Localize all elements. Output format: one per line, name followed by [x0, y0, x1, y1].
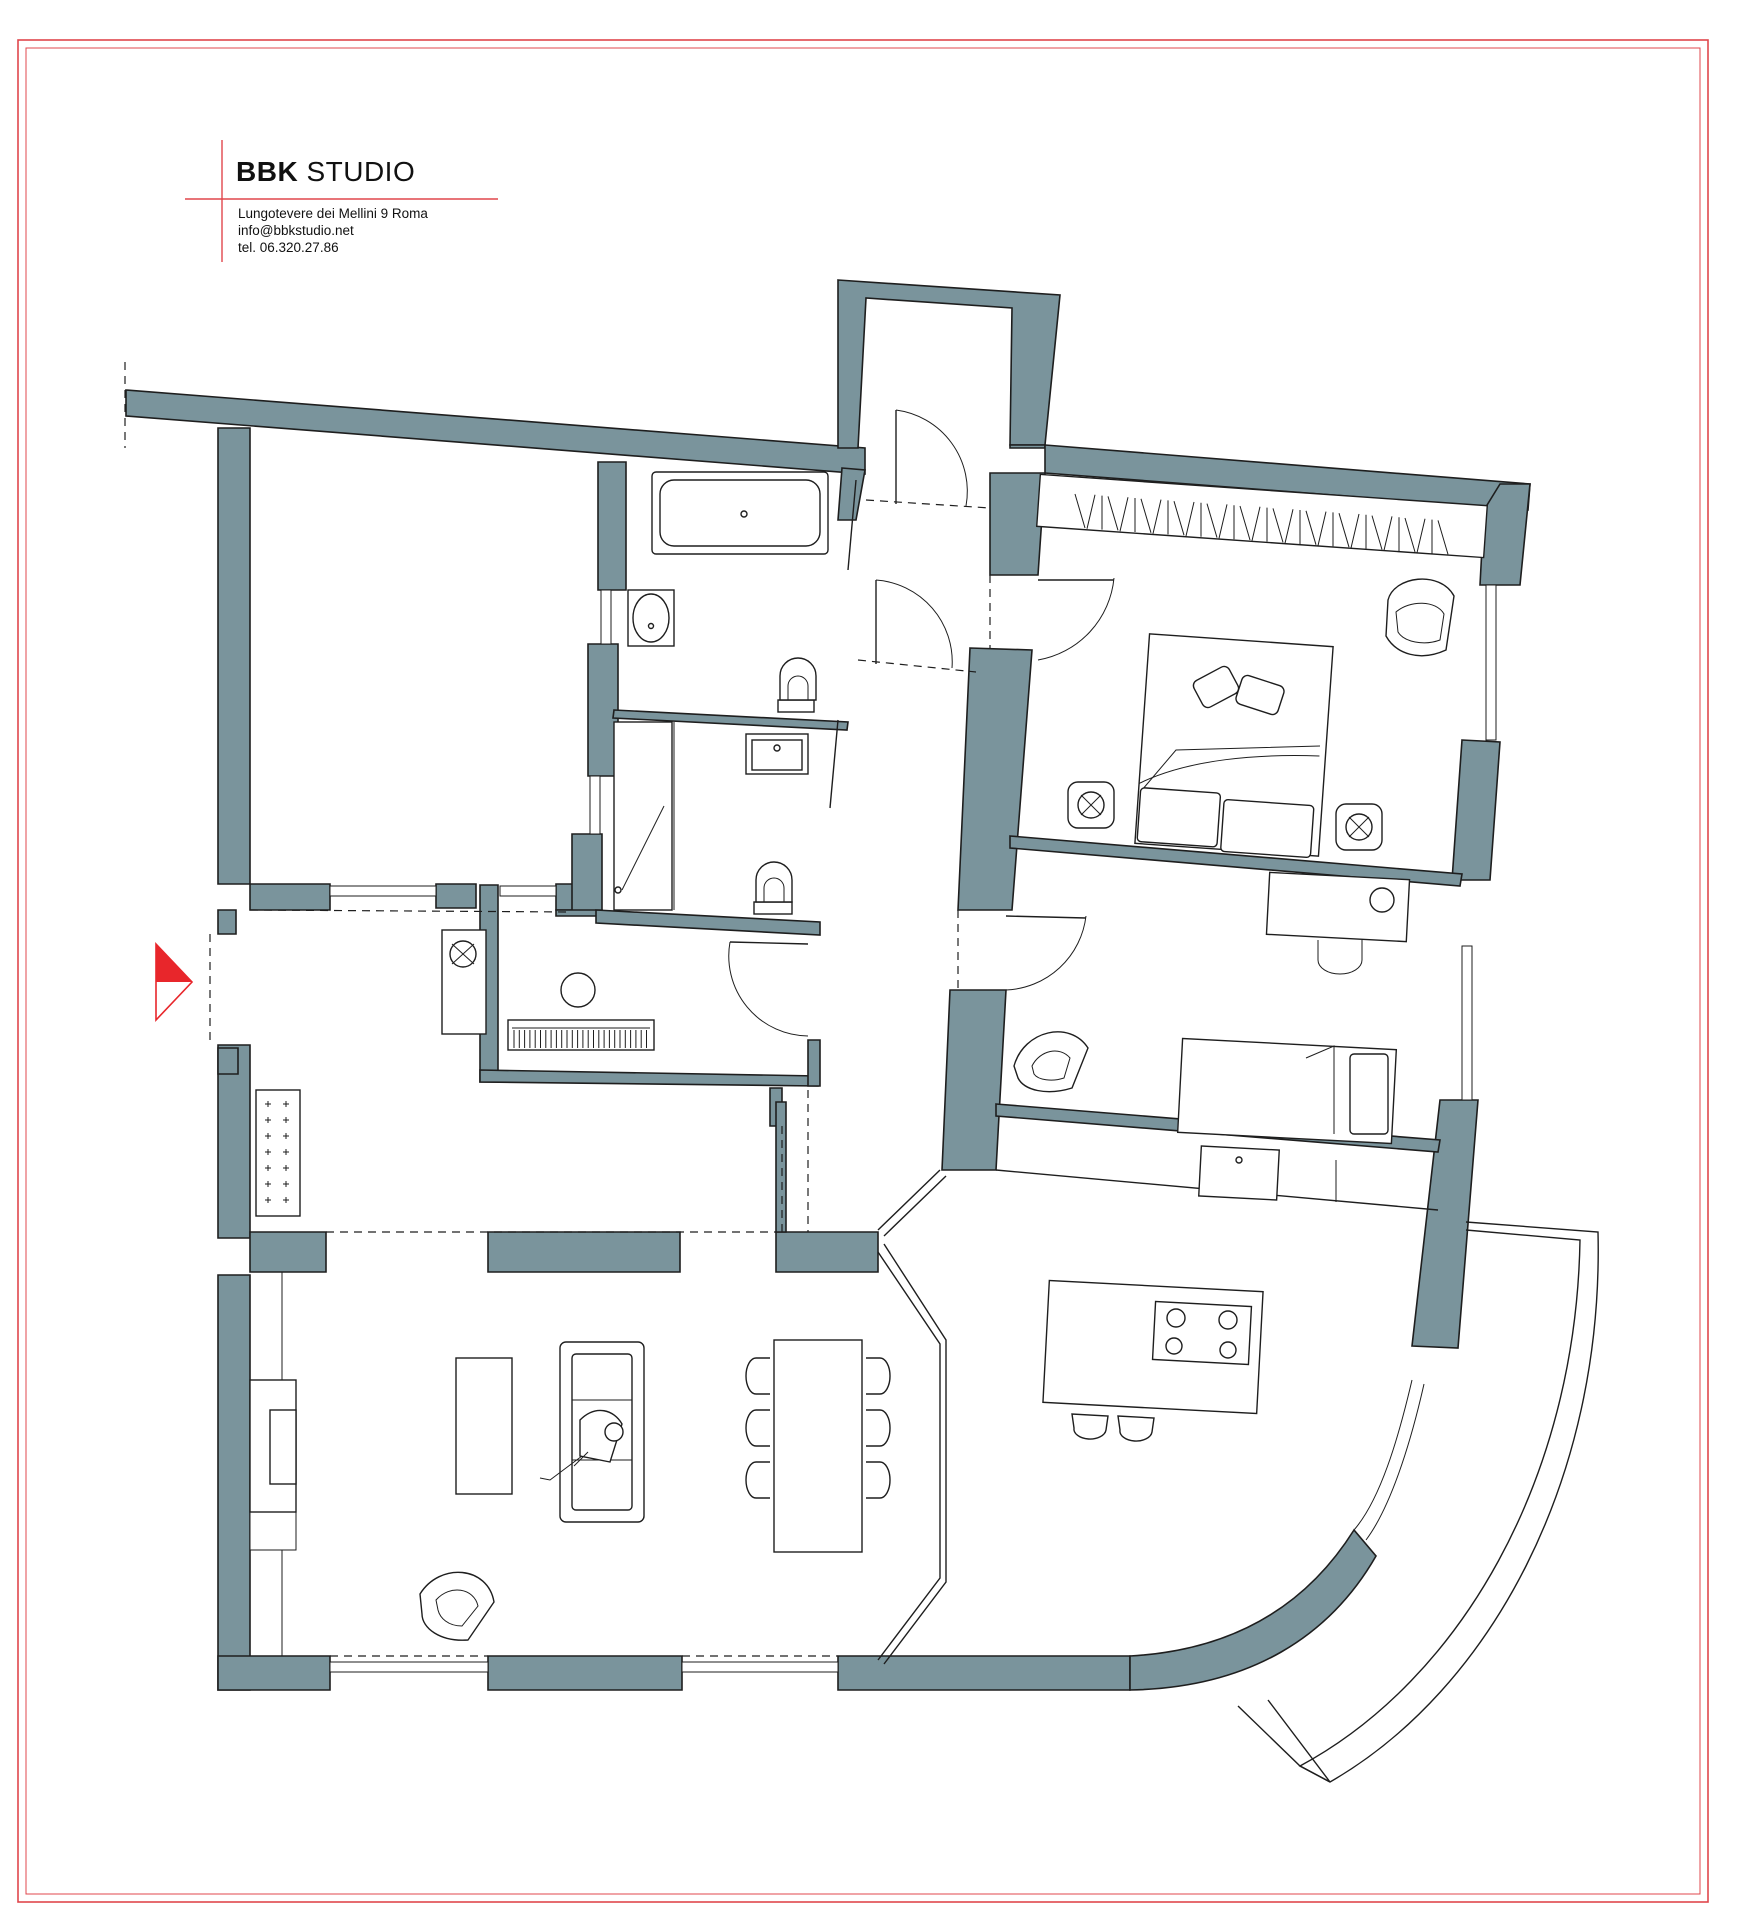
hanger	[1272, 508, 1284, 543]
bench-mark	[283, 1149, 289, 1155]
hanger	[1317, 511, 1327, 546]
hanger	[1350, 513, 1360, 549]
bar-stools	[1071, 1413, 1155, 1442]
hanger	[1206, 503, 1218, 538]
studio-name-bold: BBK	[236, 156, 299, 187]
hanger	[1371, 515, 1383, 550]
logo-crosshair	[185, 140, 498, 262]
bench-mark	[265, 1165, 271, 1171]
cooktop-icon	[1151, 1300, 1253, 1366]
hanger	[1173, 501, 1185, 536]
dining-chair	[745, 1357, 770, 1395]
hanger	[1383, 516, 1393, 551]
shower	[613, 721, 675, 911]
hanger	[1185, 501, 1195, 537]
hanger	[1086, 494, 1096, 529]
washbasin-2	[745, 733, 809, 775]
nightstand-left	[1067, 781, 1115, 829]
hanger	[1416, 518, 1426, 553]
bench-mark	[283, 1117, 289, 1123]
hanger	[1251, 506, 1261, 541]
sheet-frame	[17, 39, 1709, 1903]
armchair-3	[419, 1571, 495, 1641]
coffee-table	[455, 1357, 513, 1495]
hanger	[1119, 497, 1129, 532]
bench-mark	[265, 1101, 271, 1107]
dining-chair	[745, 1409, 770, 1447]
hanger	[1107, 496, 1119, 531]
balcony	[1237, 1221, 1599, 1783]
studio-email: info@bbkstudio.net	[238, 223, 354, 238]
bench-mark	[283, 1165, 289, 1171]
bench-mark	[283, 1133, 289, 1139]
armchair-icon	[1385, 578, 1455, 657]
bench	[255, 1089, 301, 1217]
doors	[728, 409, 1115, 1037]
bathtub	[651, 471, 829, 555]
studio-name-regular: STUDIO	[298, 156, 416, 187]
toilet-2	[753, 861, 793, 915]
dining-table	[745, 1339, 891, 1553]
toilet	[777, 657, 817, 713]
desk	[1265, 871, 1411, 975]
bed-icon	[1134, 633, 1334, 859]
person-icon	[539, 1409, 624, 1481]
bench-mark	[265, 1149, 271, 1155]
hanger	[1404, 517, 1416, 553]
side-table-lamp	[441, 929, 487, 1035]
hanger	[1284, 509, 1294, 544]
dining-chair	[866, 1461, 891, 1499]
dining-chair	[866, 1409, 891, 1447]
hanger	[1218, 504, 1228, 539]
armchair-2	[1013, 1031, 1089, 1093]
studio-logo: BBK STUDIO	[236, 156, 415, 188]
bench-mark	[265, 1197, 271, 1203]
washbasin	[627, 589, 675, 647]
hanger	[1338, 513, 1350, 548]
hanger	[1140, 498, 1152, 533]
bench-mark	[265, 1117, 271, 1123]
fireplace	[249, 1379, 297, 1513]
bed-single	[1176, 1037, 1398, 1145]
studio-phone: tel. 06.320.27.86	[238, 240, 339, 255]
bench-mark	[283, 1101, 289, 1107]
studio-address: Lungotevere dei Mellini 9 Roma	[238, 206, 428, 221]
bench-mark	[283, 1181, 289, 1187]
walls	[125, 279, 1531, 1691]
bench-mark	[265, 1133, 271, 1139]
openings	[124, 362, 991, 1657]
dining-chair	[866, 1357, 891, 1395]
glazed-partition	[877, 1169, 947, 1665]
hanger	[1152, 499, 1162, 534]
hanger	[1239, 505, 1251, 541]
dining-chair	[745, 1461, 770, 1499]
hanger	[1305, 510, 1317, 545]
kitchen-counter	[995, 1145, 1439, 1211]
hanger	[1074, 493, 1086, 529]
nightstand-right	[1335, 803, 1383, 851]
bench-mark	[265, 1181, 271, 1187]
hanger	[1437, 520, 1449, 555]
entrance-arrow-icon	[155, 941, 194, 1023]
wardrobe	[1035, 473, 1489, 559]
piano-icon	[507, 972, 655, 1051]
bench-mark	[283, 1197, 289, 1203]
